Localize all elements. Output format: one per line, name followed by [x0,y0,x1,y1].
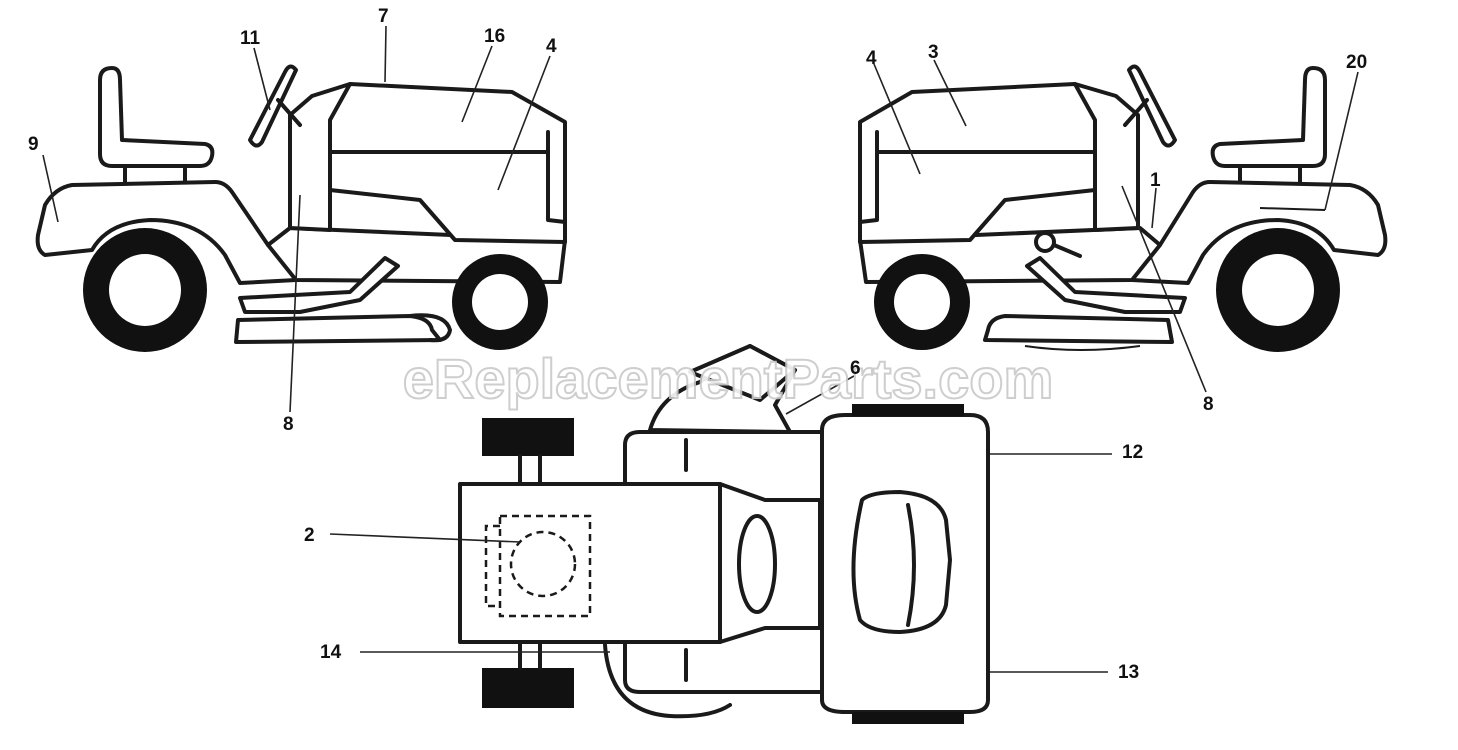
hood-left [328,82,567,244]
dash-console-right [1073,82,1140,232]
rear-tire-top-lower [482,668,574,708]
callout-3: 3 [928,42,939,63]
callout-13: 13 [1118,662,1139,683]
rear-fender-right [1130,180,1388,285]
callout-4-right: 4 [866,48,877,69]
callout-12: 12 [1122,442,1143,463]
callout-8-right: 8 [1203,394,1214,415]
callout-14: 14 [320,642,342,663]
decal-area-2-circle [509,530,577,598]
callout-9: 9 [28,134,39,155]
callout-8-left: 8 [283,414,294,435]
callout-11: 11 [240,28,261,49]
leader-lines [42,25,1359,673]
callout-2: 2 [304,525,315,546]
tractor-right-side-view [858,64,1388,352]
decal-area-2-outline [498,514,592,618]
callout-6: 6 [850,358,861,379]
tractor-left-side-view [35,64,567,352]
seat-right [1210,66,1327,168]
footrest-right [1025,256,1187,314]
mower-deck-left [234,314,442,344]
mower-deck-right [983,314,1174,344]
hood-right [858,82,1097,244]
callout-20: 20 [1346,52,1367,73]
callout-7: 7 [378,6,389,27]
callout-1: 1 [1150,170,1161,191]
hood-grille-top [851,490,952,634]
steering-wheel-right [1127,64,1177,148]
callout-16: 16 [484,26,505,47]
steering-wheel-left [248,64,298,148]
rear-deck-top [458,482,822,644]
seat-left [98,66,215,168]
callout-4-left: 4 [546,36,557,57]
footrest-left [238,256,400,314]
tractor-top-view [458,344,990,724]
callout-labels: 9 11 7 16 4 8 4 3 20 1 8 6 12 13 2 14 [28,6,1367,683]
dash-console-left [288,82,352,232]
watermark-text: eReplacementParts.com [403,347,1054,410]
front-tire-top-upper [852,404,964,416]
front-tire-top-lower [852,712,964,724]
rear-fender-left [35,180,298,285]
rear-tire-top-upper [482,418,574,456]
